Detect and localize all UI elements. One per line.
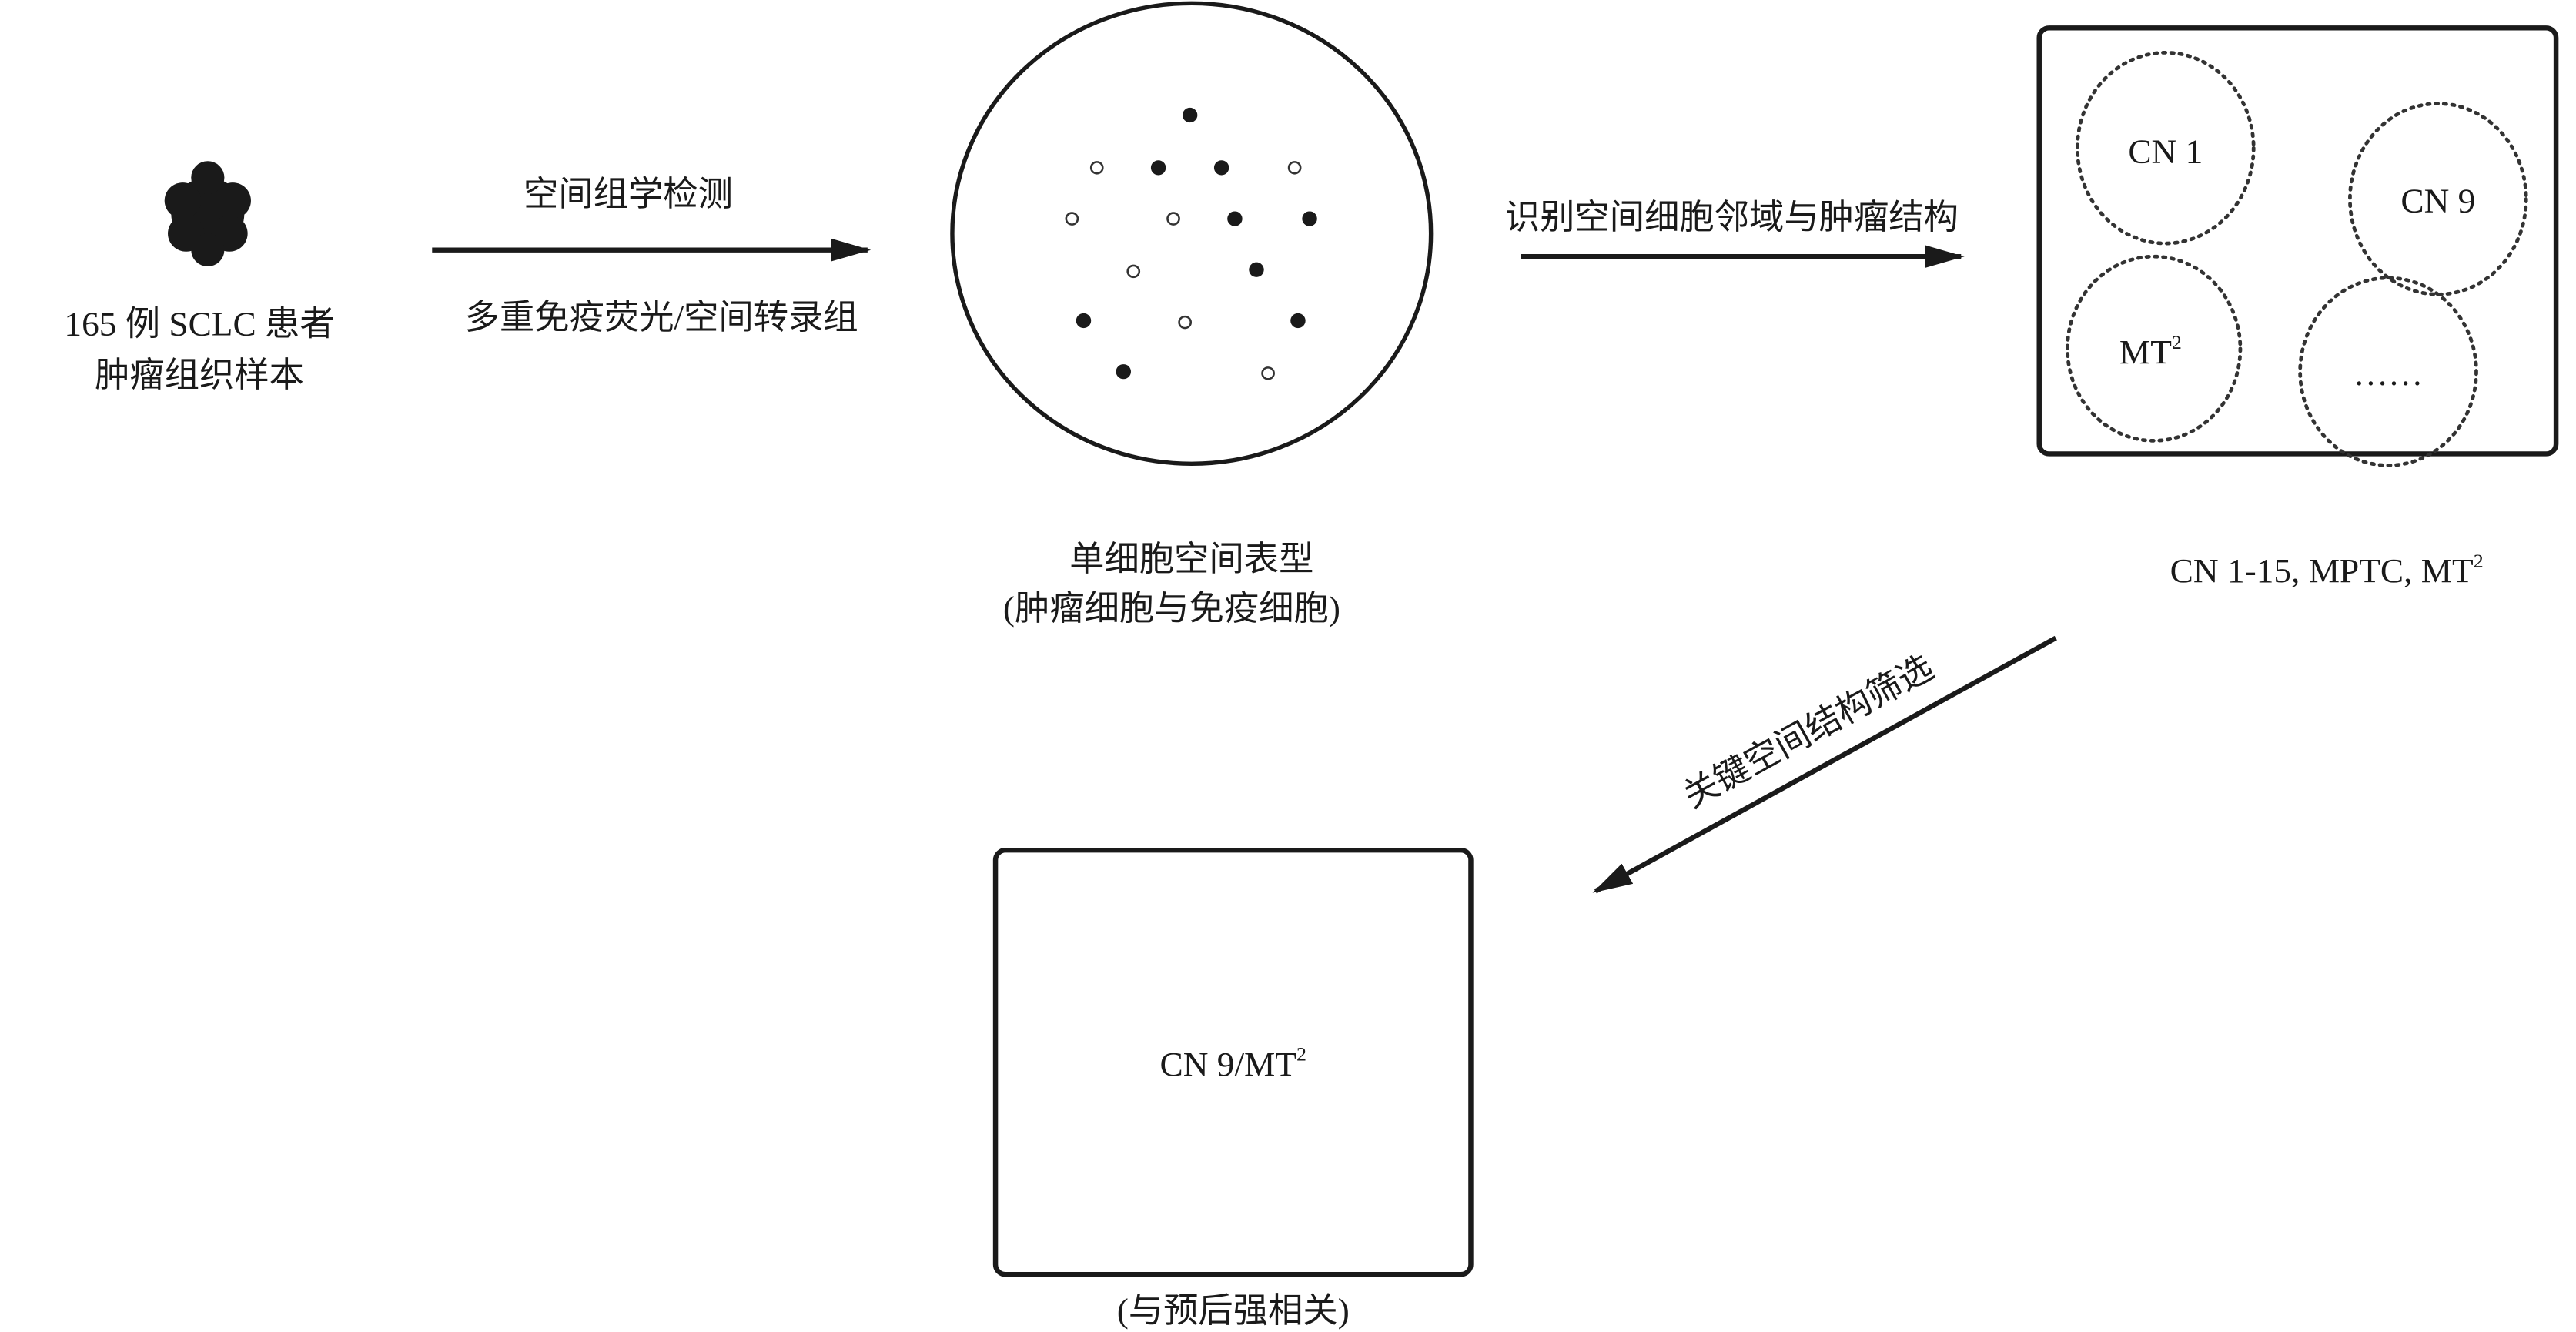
arrow-key-structure-screening xyxy=(1592,635,2057,894)
step1-top-label: 空间组学检测 xyxy=(524,175,733,213)
tumor-cell-dot xyxy=(1249,262,1264,277)
result-label: CN 9/MT2 xyxy=(1160,1043,1306,1083)
mt2-region xyxy=(2066,254,2243,443)
cells-caption-line2: (肿瘤细胞与免疫细胞) xyxy=(1003,589,1340,628)
result-box xyxy=(992,848,1474,1277)
more-label: …… xyxy=(2354,354,2424,393)
step1-bottom-label: 多重免疫荧光/空间转录组 xyxy=(465,298,858,336)
tumor-cell-dot xyxy=(1213,160,1229,176)
cell-dots xyxy=(1065,107,1317,380)
cn1-label: CN 1 xyxy=(2128,132,2203,171)
neighborhoods-summary: CN 1-15, MPTC, MT2 xyxy=(2170,550,2484,590)
tumor-cell-dot xyxy=(1150,160,1166,176)
cells-caption-line1: 单细胞空间表型 xyxy=(1069,540,1313,578)
tumor-cell-dot xyxy=(1076,313,1092,329)
tumor-cell-dot xyxy=(1302,211,1317,226)
immune-cell-dot xyxy=(1089,161,1104,175)
tumor-cell-dot xyxy=(1116,364,1132,380)
immune-cell-dot xyxy=(1126,264,1141,279)
tumor-sample-icon xyxy=(164,161,251,266)
neighborhoods-box xyxy=(2036,25,2559,457)
more-region xyxy=(2298,276,2478,467)
sample-label-line2: 肿瘤组织样本 xyxy=(95,356,304,394)
mt2-label: MT2 xyxy=(2119,331,2182,371)
tissue-circle xyxy=(950,1,1434,466)
immune-cell-dot xyxy=(1065,212,1079,226)
result-caption: (与预后强相关) xyxy=(1117,1291,1350,1330)
immune-cell-dot xyxy=(1261,366,1275,380)
immune-cell-dot xyxy=(1178,315,1193,330)
step3-label: 关键空间结构筛选 xyxy=(1677,648,1939,815)
sample-label-line1: 165 例 SCLC 患者 xyxy=(64,305,334,343)
immune-cell-dot xyxy=(1166,212,1180,226)
immune-cell-dot xyxy=(1287,161,1302,175)
tumor-cell-dot xyxy=(1290,313,1306,329)
tumor-cell-dot xyxy=(1227,211,1243,226)
cn9-label: CN 9 xyxy=(2400,182,2475,220)
cn1-region xyxy=(2076,50,2256,246)
step2-label: 识别空间细胞邻域与肿瘤结构 xyxy=(1505,198,1959,236)
tumor-cell-dot xyxy=(1182,107,1198,123)
